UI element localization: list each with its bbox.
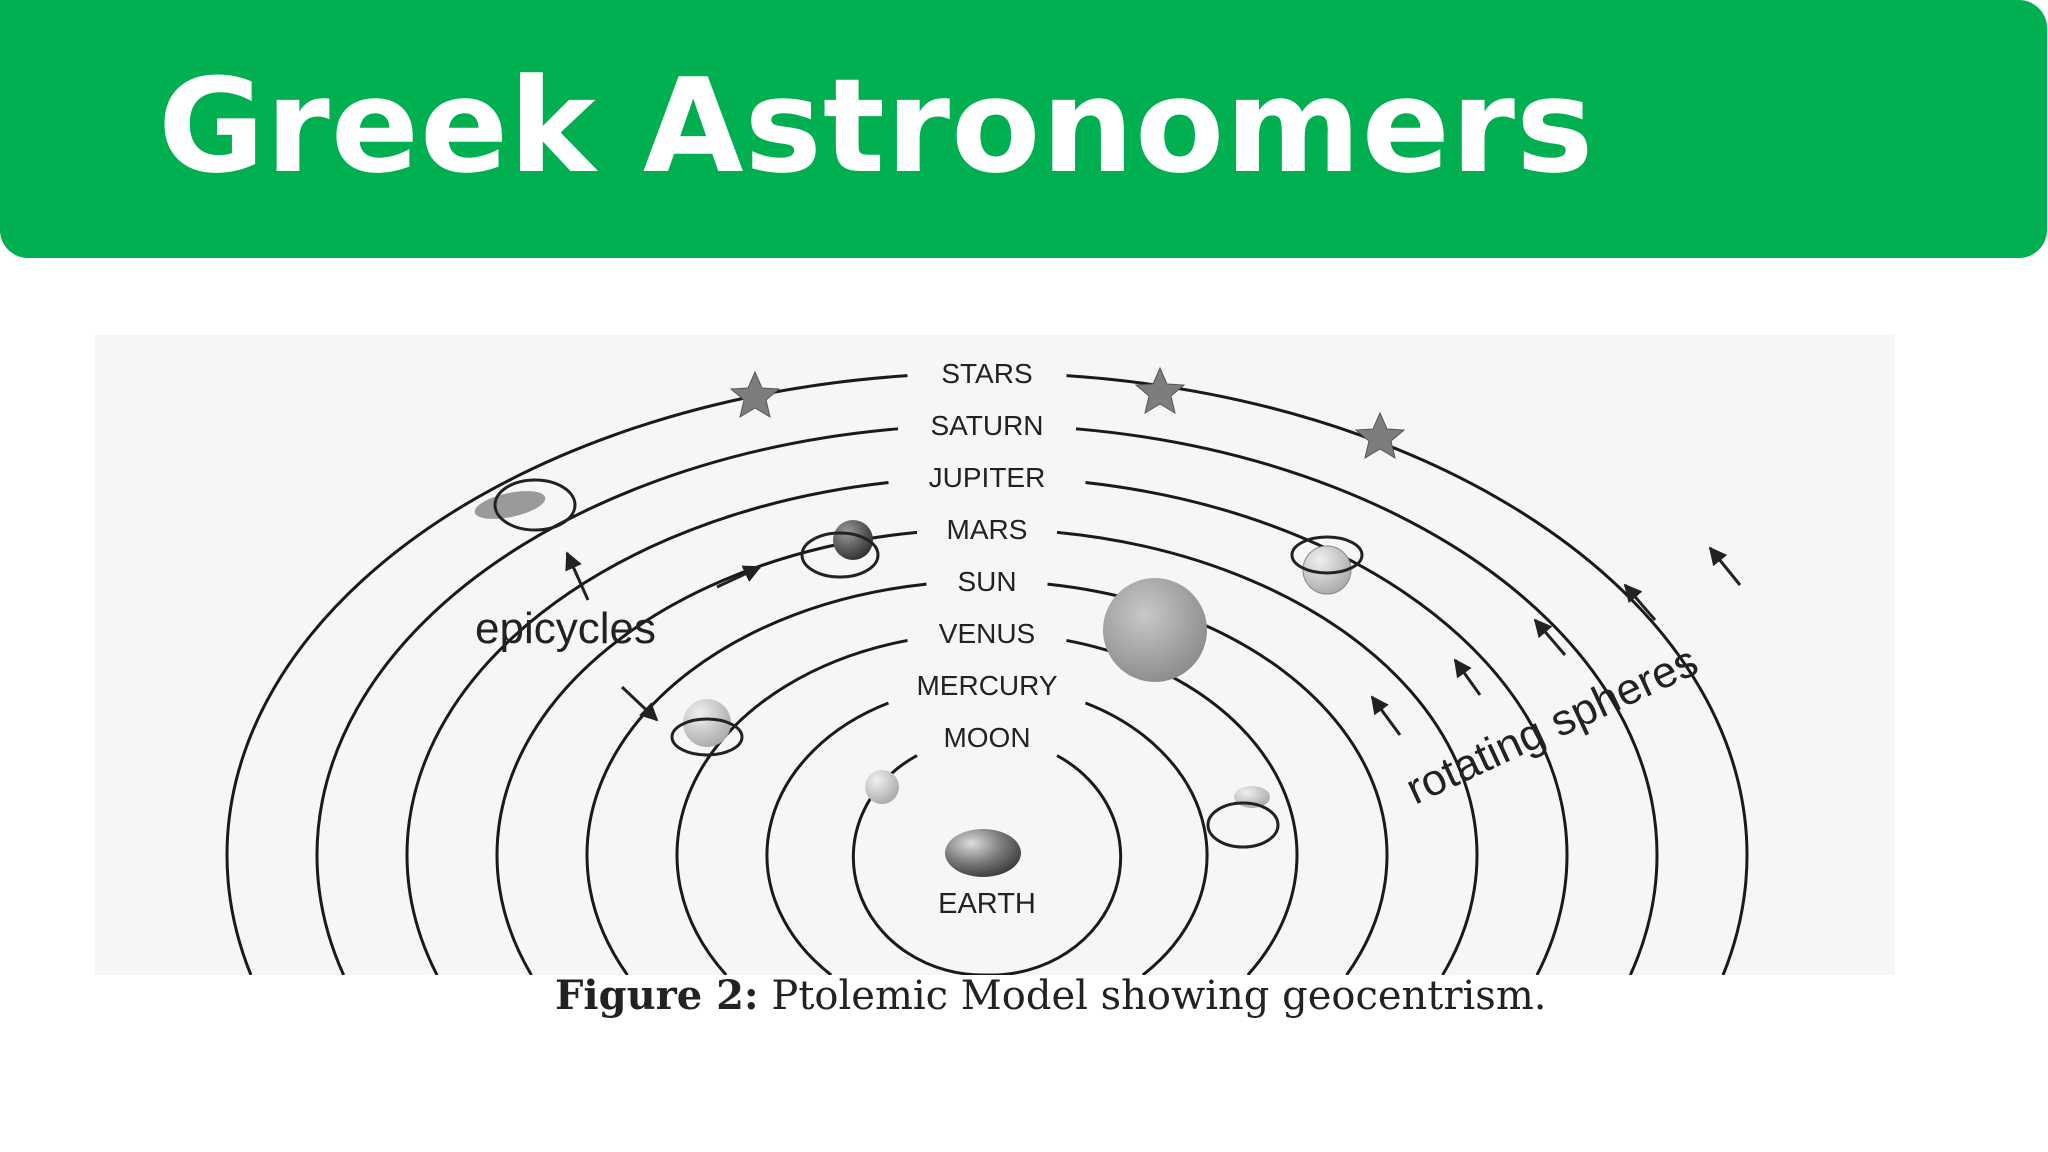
sphere-label: MOON — [943, 722, 1030, 753]
star-icon — [1134, 366, 1186, 415]
epicycles-label: epicycles — [475, 604, 656, 653]
epicycle-loop — [1290, 535, 1364, 575]
planet-icon — [833, 520, 873, 560]
arrow — [1533, 618, 1567, 656]
planet-icon — [1302, 545, 1352, 595]
arrow — [620, 685, 659, 722]
epicycle-arrows — [565, 551, 762, 722]
sphere-label: JUPITER — [929, 462, 1046, 493]
planet-icon — [1103, 578, 1207, 682]
slide-title: Greek Astronomers — [158, 50, 1595, 202]
planet-icon — [865, 770, 899, 804]
epicycle-loop — [493, 478, 577, 532]
epicycle-loop — [800, 531, 880, 579]
sphere-label: MARS — [947, 514, 1028, 545]
epicycle-loop — [670, 717, 744, 757]
sphere-label: SUN — [957, 566, 1016, 597]
arrow — [716, 565, 762, 589]
star-icon — [1354, 411, 1406, 460]
stars — [729, 366, 1406, 460]
arrow — [1623, 583, 1657, 621]
planet-icon — [474, 491, 546, 519]
figure-caption-text: Ptolemic Model showing geocentrism. — [758, 973, 1547, 1019]
sphere-label: STARS — [941, 358, 1032, 389]
sphere-arc — [405, 481, 1569, 975]
arrow — [565, 551, 590, 601]
sphere-arc — [765, 701, 1209, 975]
sphere-label: SATURN — [930, 410, 1043, 441]
star-icon — [729, 370, 781, 419]
ptolemaic-model-diagram: STARS SATURN JUPITER MARS SUN VENUS MERCURY MOO… — [225, 358, 1749, 975]
title-banner — [0, 0, 2047, 258]
sphere-arc — [495, 530, 1479, 975]
planets — [474, 491, 1352, 877]
epicycle-loop — [1206, 801, 1280, 849]
rotation-arrows — [1370, 546, 1742, 736]
arrow — [1453, 658, 1482, 696]
planet-icon — [683, 699, 731, 747]
rotating-spheres-label: rotating spheres — [1399, 636, 1706, 814]
epicycle-loops — [493, 478, 1364, 849]
figure-number: Figure 2: — [555, 972, 759, 1019]
arrow — [1370, 695, 1402, 736]
sphere-label: VENUS — [939, 618, 1035, 649]
sphere-labels: STARS SATURN JUPITER MARS SUN VENUS MERCURY MOO… — [916, 358, 1057, 753]
rotating-spheres — [225, 374, 1749, 975]
ptolemaic-model-figure: STARS SATURN JUPITER MARS SUN VENUS MERCURY MOO… — [95, 335, 1895, 975]
earth-label: EARTH — [938, 888, 1036, 920]
figure-caption: Figure 2: Ptolemic Model showing geocent… — [555, 972, 1546, 1019]
sphere-arc — [225, 374, 1749, 975]
arrow — [1708, 546, 1742, 586]
planet-icon — [945, 829, 1021, 877]
sphere-label: MERCURY — [916, 670, 1057, 701]
